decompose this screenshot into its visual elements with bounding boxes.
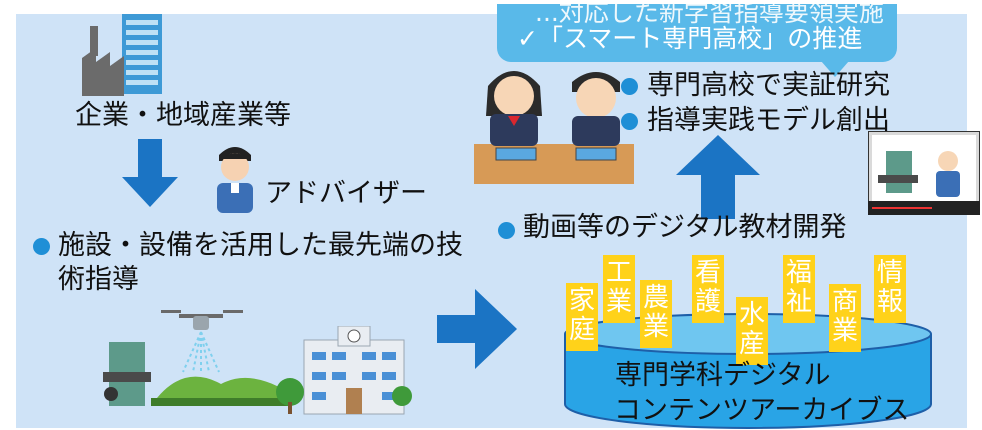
- bullet-dot: [621, 78, 638, 95]
- technical-guidance-line-2: 術指導: [58, 264, 139, 295]
- bullet-video-materials: 動画等のデジタル教材開発: [523, 212, 847, 243]
- industry-label: 企業・地域産業等: [75, 100, 291, 131]
- subject-block-fisheries: 水産: [736, 297, 768, 365]
- subject-block-nursing: 看護: [692, 255, 724, 323]
- callout-bubble: ...対応した新学習指導要領実施 ✓「スマート専門高校」の推進: [497, 0, 897, 62]
- subject-block-commerce: 商業: [829, 284, 861, 352]
- bullet-dot: [621, 113, 638, 130]
- subject-block-industry: 工業: [603, 255, 635, 323]
- subject-block-agriculture: 農業: [640, 280, 672, 348]
- archive-label-line-1: 専門学科デジタル: [615, 360, 831, 391]
- technical-guidance-line-1: 施設・設備を活用した最先端の技: [58, 230, 463, 261]
- right-arrow: [437, 289, 517, 369]
- bullet-model: 指導実践モデル創出: [647, 105, 890, 136]
- subject-block-information: 情報: [874, 255, 906, 323]
- archive-label-line-2: コンテンツアーカイブス: [614, 395, 910, 426]
- factory-building-icon: [82, 14, 162, 96]
- drone-machine-field-icon: [103, 310, 291, 406]
- diagram-panel: ...対応した新学習指導要領実施 ✓「スマート専門高校」の推進 企業・地域産業等…: [16, 0, 980, 429]
- subject-block-home-economics: 家庭: [566, 283, 598, 351]
- down-arrow: [122, 139, 178, 207]
- callout-line-1: ...対応した新学習指導要領実施: [535, 0, 884, 27]
- bullet-dot: [33, 238, 50, 255]
- up-arrow: [676, 135, 760, 219]
- video-player-thumbnail[interactable]: [868, 131, 980, 215]
- school-building-icon: [276, 326, 412, 415]
- bullet-research: 専門高校で実証研究: [647, 70, 890, 101]
- students-tablets-icon: [474, 71, 634, 184]
- callout-line-2: ✓「スマート専門高校」の推進: [517, 24, 863, 53]
- advisor-label: アドバイザー: [265, 178, 427, 209]
- callout-tail: [821, 61, 849, 77]
- bullet-dot: [498, 222, 515, 239]
- subject-block-welfare: 福祉: [783, 255, 815, 323]
- advisor-person-icon: [217, 147, 253, 213]
